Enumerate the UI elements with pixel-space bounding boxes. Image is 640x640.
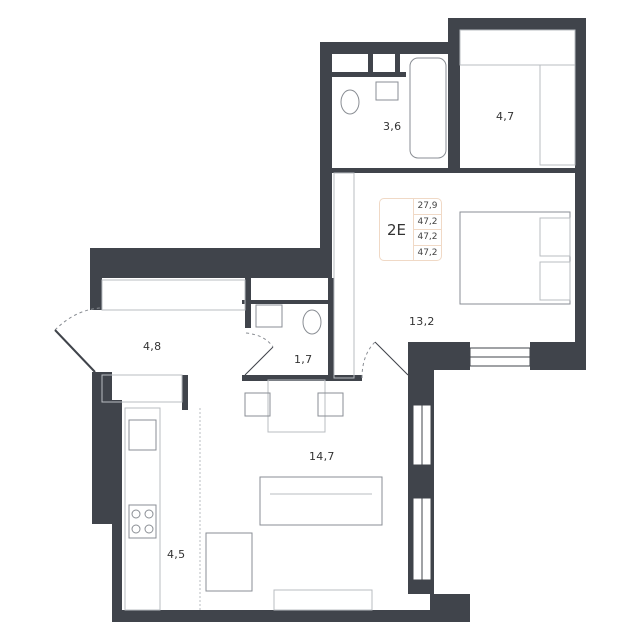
room-area-bathroom: 3,6 (383, 120, 402, 133)
area-value: 47,2 (414, 215, 441, 230)
room-area-wc: 1,7 (294, 353, 313, 366)
area-list: 27,9 47,2 47,2 47,2 (414, 199, 441, 260)
furniture (101, 29, 576, 611)
bathtub (409, 57, 447, 159)
toilet (340, 89, 360, 115)
area-value: 47,2 (414, 230, 441, 246)
room-area-living: 14,7 (309, 450, 335, 463)
armchair (205, 532, 253, 592)
room-area-kitchen: 4,5 (167, 548, 186, 561)
room-area-bedroom: 13,2 (409, 315, 435, 328)
sofa (259, 476, 383, 526)
toilet (302, 309, 322, 335)
doors (54, 169, 572, 379)
area-value: 27,9 (414, 199, 441, 215)
sink (375, 81, 399, 101)
area-value: 47,2 (417, 247, 438, 258)
bed (459, 211, 571, 305)
walls (90, 18, 586, 622)
apartment-badge: 2E 27,9 47,2 47,2 47,2 (379, 198, 442, 261)
windows (412, 347, 531, 581)
room-area-wardrobe: 4,7 (496, 110, 515, 123)
sink (255, 304, 283, 328)
room-area-hallway: 4,8 (143, 340, 162, 353)
apartment-code: 2E (380, 199, 414, 260)
